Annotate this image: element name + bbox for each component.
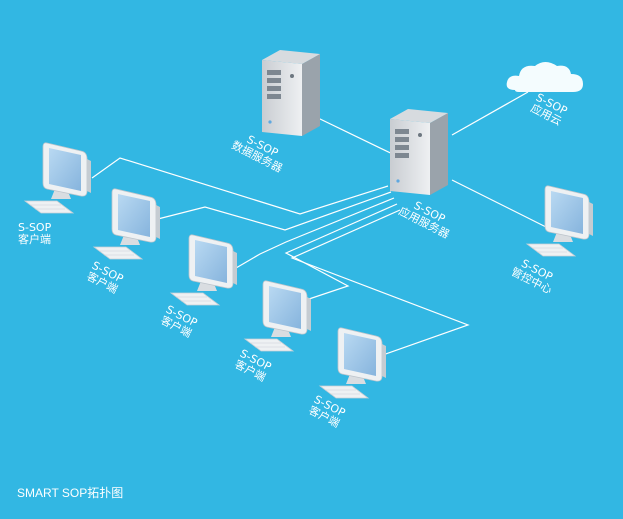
link-client-5 [290,209,470,357]
cloud-icon [506,62,583,92]
link-client-3 [235,197,395,269]
client-2-monitor-icon [93,188,161,260]
app-server-icon [390,109,448,195]
link-cloud-app [451,91,529,136]
client-3-monitor-icon [170,234,238,306]
link-client-4 [284,203,398,303]
link-app-mgmt [451,179,549,229]
link-client-2 [149,191,392,231]
connection-lines [91,91,549,357]
client-1-monitor-icon [24,142,92,214]
client-4-monitor-icon [244,280,312,352]
mgmt-monitor-icon [526,185,594,257]
diagram-caption: SMART SOP拓扑图 [17,486,124,500]
client-5-monitor-icon [319,327,387,399]
link-client-1 [91,157,389,215]
db-server-icon [262,50,320,136]
